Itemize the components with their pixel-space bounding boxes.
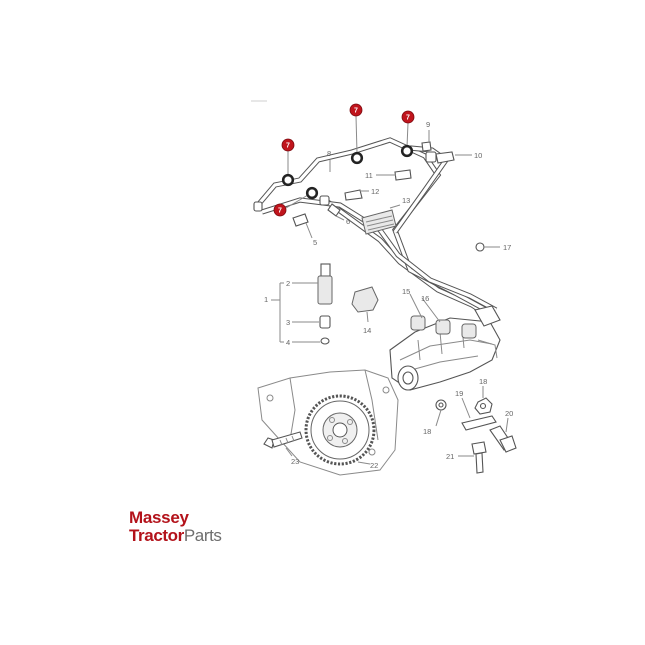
callout-15: 15 bbox=[402, 287, 410, 296]
clamp-11 bbox=[394, 169, 412, 181]
linkage-parts bbox=[435, 397, 517, 474]
callout-7-c: 7 bbox=[406, 115, 410, 122]
callout-3: 3 bbox=[286, 318, 290, 327]
injector-pipes bbox=[253, 137, 498, 321]
callout-18b: 18 bbox=[423, 427, 431, 436]
injector-assembly bbox=[271, 263, 333, 345]
callout-16: 16 bbox=[421, 294, 429, 303]
sealing-ring-7b bbox=[305, 186, 319, 200]
washer-4 bbox=[320, 337, 330, 345]
callout-5: 5 bbox=[313, 238, 317, 247]
logo-line-2: TractorParts bbox=[129, 527, 259, 544]
callout-7-b: 7 bbox=[354, 108, 358, 115]
callout-18a: 18 bbox=[479, 377, 487, 386]
nozzle-3 bbox=[319, 315, 331, 329]
leader-lines bbox=[285, 115, 509, 465]
callout-12: 12 bbox=[371, 187, 379, 196]
sealing-ring-7c bbox=[350, 151, 364, 165]
lever-19 bbox=[461, 415, 497, 431]
pipe-nut-2 bbox=[319, 195, 330, 206]
bolt-21-shank bbox=[475, 452, 484, 474]
pump-outlet-2 bbox=[435, 319, 451, 335]
callout-labels: 1 2 3 4 5 6 8 9 10 11 12 13 13 14 15 16 … bbox=[264, 120, 513, 470]
sealing-ring-7d bbox=[400, 144, 414, 158]
callout-13-visible: 13 bbox=[402, 196, 410, 205]
bracket-13 bbox=[361, 209, 397, 235]
callout-22: 22 bbox=[370, 461, 378, 470]
bolt-23 bbox=[263, 431, 303, 449]
callout-23: 23 bbox=[291, 457, 299, 466]
pump-fitting bbox=[474, 305, 501, 327]
callout-10: 10 bbox=[474, 151, 482, 160]
callout-8: 8 bbox=[327, 149, 331, 158]
callout-17: 17 bbox=[503, 243, 511, 252]
clip-5 bbox=[292, 213, 309, 227]
callout-1: 1 bbox=[264, 295, 268, 304]
callout-9: 9 bbox=[426, 120, 430, 129]
bolt-21-head bbox=[471, 441, 487, 455]
banjo-bolt-10 bbox=[435, 151, 455, 164]
callout-20: 20 bbox=[505, 409, 513, 418]
callout-19: 19 bbox=[455, 389, 463, 398]
callout-7-badge-a bbox=[281, 138, 295, 152]
logo-line-1: Massey bbox=[129, 508, 189, 527]
callout-21: 21 bbox=[446, 452, 454, 461]
logo-word-tractor: Tractor bbox=[129, 526, 184, 545]
fitting-9 bbox=[421, 141, 432, 152]
logo-word-parts: Parts bbox=[183, 526, 222, 545]
pipe-nut-3 bbox=[425, 151, 437, 163]
callout-7-badge-b bbox=[349, 103, 363, 117]
callout-7-badge-c bbox=[401, 110, 415, 124]
pump-outlet-1 bbox=[410, 315, 426, 331]
clamp-14 bbox=[351, 286, 379, 313]
drive-gear-22 bbox=[304, 394, 376, 466]
callout-14: 14 bbox=[363, 326, 371, 335]
callout-6: 6 bbox=[346, 217, 350, 226]
pump-outlet-3 bbox=[461, 323, 477, 339]
callout-4: 4 bbox=[286, 338, 290, 347]
clamp-14-group bbox=[351, 286, 379, 323]
injection-pump bbox=[389, 305, 501, 391]
massey-tractor-parts-logo: Massey TractorParts bbox=[129, 509, 259, 553]
callout-7-badge-d bbox=[273, 203, 287, 217]
clamp-12 bbox=[344, 189, 363, 201]
washer-17 bbox=[475, 242, 485, 252]
gear-hub bbox=[332, 422, 348, 438]
sealing-ring-7a bbox=[281, 173, 295, 187]
callout-2: 2 bbox=[286, 279, 290, 288]
injector-top bbox=[320, 263, 331, 277]
callout-7-a: 7 bbox=[286, 143, 290, 150]
highlighted-part-7: 7 7 7 7 bbox=[273, 103, 415, 217]
pipe-nut-1 bbox=[253, 201, 263, 212]
callout-11: 11 bbox=[365, 171, 373, 180]
injector-body-2 bbox=[317, 275, 333, 305]
callout-7-d: 7 bbox=[278, 208, 282, 215]
